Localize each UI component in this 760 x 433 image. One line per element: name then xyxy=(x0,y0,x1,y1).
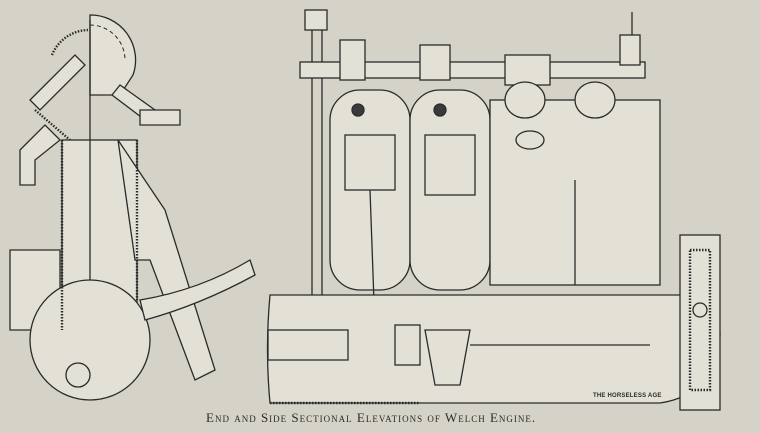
end-elevation xyxy=(9,14,256,401)
side-elevation xyxy=(266,9,721,411)
figure-caption: End and Side Sectional Elevations of Wel… xyxy=(206,410,537,425)
publisher-credit: THE HORSELESS AGE xyxy=(593,393,662,399)
